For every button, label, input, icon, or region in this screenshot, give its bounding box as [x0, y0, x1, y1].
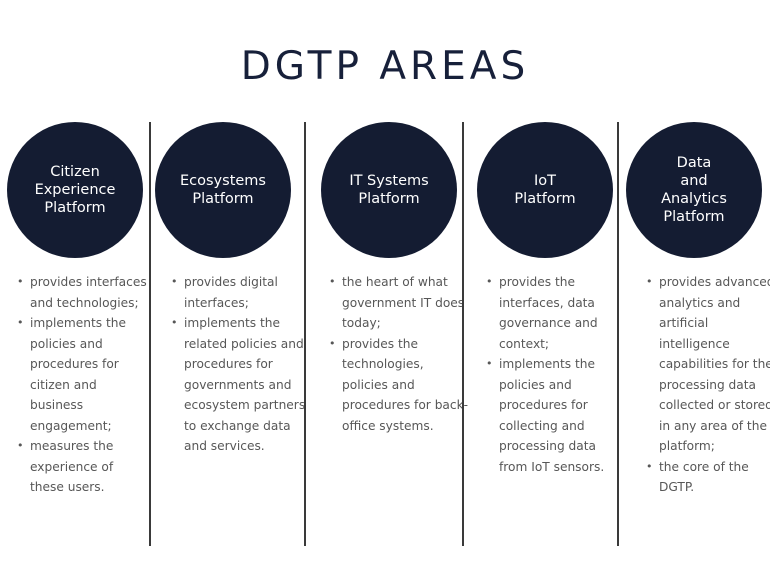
list-item: implements the related policies and proc… [171, 313, 310, 457]
page-title: DGTP AREAS [240, 44, 530, 89]
column-divider-1 [149, 122, 151, 546]
list-item: measures the experience of these users. [17, 436, 150, 498]
list-item: provides digital interfaces; [171, 272, 310, 313]
area-bullet-list: provides interfaces and technologies; im… [8, 272, 150, 498]
area-circle-data-and-analytics-platform[interactable]: Data and Analytics Platform [626, 122, 762, 258]
area-circle-it-systems-platform[interactable]: IT Systems Platform [321, 122, 457, 258]
list-item: provides advanced analytics and artifici… [646, 272, 770, 457]
list-item: provides the technologies, policies and … [329, 334, 470, 437]
area-circle-ecosystems-platform[interactable]: Ecosystems Platform [155, 122, 291, 258]
column-divider-4 [617, 122, 619, 546]
area-bullet-list: provides the interfaces, data governance… [477, 272, 627, 477]
area-circle-label: IT Systems Platform [349, 173, 429, 207]
area-bullet-list: the heart of what government IT does tod… [320, 272, 470, 436]
list-item: provides the interfaces, data governance… [486, 272, 627, 354]
column-divider-2 [304, 122, 306, 546]
area-circle-label: Data and Analytics Platform [661, 155, 727, 225]
list-item: provides interfaces and technologies; [17, 272, 150, 313]
list-item: the heart of what government IT does tod… [329, 272, 470, 334]
list-item: implements the policies and procedures f… [17, 313, 150, 436]
column-divider-3 [462, 122, 464, 546]
area-circle-iot-platform[interactable]: IoT Platform [477, 122, 613, 258]
list-item: the core of the DGTP. [646, 457, 770, 498]
area-bullet-list: provides digital interfaces; implements … [162, 272, 310, 457]
area-bullet-list: provides advanced analytics and artifici… [637, 272, 770, 498]
area-circle-citizen-experience-platform[interactable]: Citizen Experience Platform [7, 122, 143, 258]
area-circle-label: Ecosystems Platform [180, 173, 266, 207]
list-item: implements the policies and procedures f… [486, 354, 627, 477]
area-circle-label: IoT Platform [514, 173, 576, 207]
area-circle-label: Citizen Experience Platform [34, 164, 116, 216]
